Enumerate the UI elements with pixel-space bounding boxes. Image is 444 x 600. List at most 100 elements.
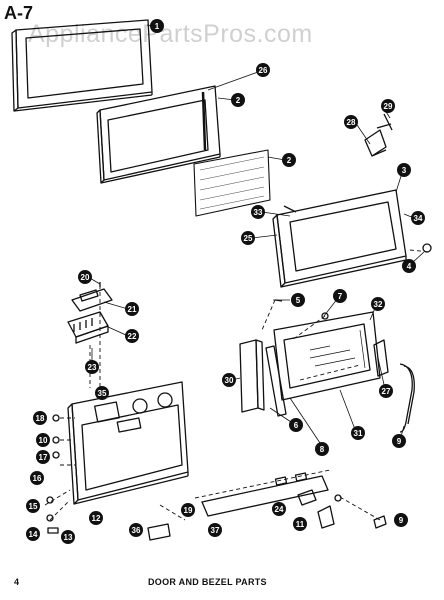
callout-26: 26 [256,63,270,77]
callout-24: 24 [272,502,286,516]
callout-19: 19 [181,503,195,517]
callout-3-label: 3 [402,166,407,175]
callout-10: 10 [36,433,50,447]
callout-7: 7 [333,289,347,303]
part-trim-strip-30 [239,339,265,413]
callout-6-label: 6 [294,421,299,430]
callout-2a: 2 [231,93,245,107]
part-knob-bottom [373,515,387,529]
callout-34-label: 34 [414,214,423,223]
callout-22: 22 [125,329,139,343]
callout-6: 6 [289,418,303,432]
callout-19-label: 19 [184,506,193,515]
part-latch-27 [373,339,389,377]
callout-31: 31 [351,426,365,440]
callout-21: 21 [125,302,139,316]
part-control-housing-12 [67,381,189,505]
callout-21-label: 21 [128,305,137,314]
part-door-frame-outer [11,19,153,112]
callout-5-label: 5 [296,296,301,305]
callout-17: 17 [36,450,50,464]
callout-32: 32 [371,297,385,311]
callout-27: 27 [379,384,393,398]
callouts: 1 26 2 2 28 29 3 33 34 25 4 20 21 22 23 … [26,19,425,544]
part-plate-36 [147,523,171,541]
callout-24-label: 24 [275,505,284,514]
callout-36: 36 [129,523,143,537]
callout-9b-label: 9 [399,516,404,525]
page-number: 4 [14,577,20,587]
callout-10-label: 10 [39,436,48,445]
callout-16-label: 16 [33,474,42,483]
callout-5: 5 [291,293,305,307]
part-switch-22 [67,311,109,344]
assembly-guide-lines [44,249,431,521]
part-hinge-pin-6 [265,345,287,417]
part-knob-4 [422,243,432,253]
callout-18-label: 18 [36,414,45,423]
callout-33-label: 33 [254,208,263,217]
callout-15: 15 [26,499,40,513]
callout-2b: 2 [282,153,296,167]
callout-35-label: 35 [98,389,107,398]
callout-4-label: 4 [407,262,412,271]
part-door-inner-panel [96,85,221,184]
callout-25-label: 25 [244,234,253,243]
part-clips-24-11 [297,489,342,529]
callout-13-label: 13 [64,533,73,542]
callout-9-label: 9 [397,437,402,446]
callout-8: 8 [315,442,329,456]
part-handle-9 [399,363,415,433]
callout-2b-label: 2 [287,156,292,165]
callout-26-label: 26 [259,66,268,75]
callout-8-label: 8 [320,445,325,454]
callout-18: 18 [33,411,47,425]
callout-23: 23 [85,360,99,374]
diagram-title: DOOR AND BEZEL PARTS [148,577,267,587]
callout-leader-lines [87,24,425,447]
callout-28-label: 28 [347,118,356,127]
callout-36-label: 36 [132,526,141,535]
callout-29: 29 [381,99,395,113]
callout-14-label: 14 [29,530,38,539]
callout-35: 35 [95,386,109,400]
part-bezel-frame [272,189,407,288]
callout-7-label: 7 [338,292,343,301]
callout-1: 1 [150,19,164,33]
callout-22-label: 22 [128,332,137,341]
callout-11-label: 11 [296,520,305,529]
callout-9b: 9 [394,513,408,527]
callout-20: 20 [78,270,92,284]
part-trim-bar-19 [201,472,329,517]
callout-15-label: 15 [29,502,38,511]
part-door-glass-8-31 [273,311,381,401]
part-hardware-left [46,414,60,534]
callout-20-label: 20 [81,273,90,282]
callout-25: 25 [241,231,255,245]
page-label: A-7 [4,3,34,23]
callout-37: 37 [208,523,222,537]
callout-34: 34 [411,211,425,225]
callout-37-label: 37 [211,526,220,535]
callout-1-label: 1 [155,22,160,31]
part-glass-panel [193,149,271,217]
callout-31-label: 31 [354,429,363,438]
callout-4: 4 [402,259,416,273]
callout-30-label: 30 [225,376,234,385]
part-bracket-21 [71,282,113,312]
callout-17-label: 17 [39,453,48,462]
callout-32-label: 32 [374,300,383,309]
part-bracket-28 [364,113,393,157]
callout-12: 12 [89,511,103,525]
callout-30: 30 [222,373,236,387]
callout-9: 9 [392,434,406,448]
callout-23-label: 23 [88,363,97,372]
callout-11: 11 [293,517,307,531]
callout-29-label: 29 [384,102,393,111]
callout-3: 3 [397,163,411,177]
callout-12-label: 12 [92,514,101,523]
callout-14: 14 [26,527,40,541]
callout-16: 16 [30,471,44,485]
